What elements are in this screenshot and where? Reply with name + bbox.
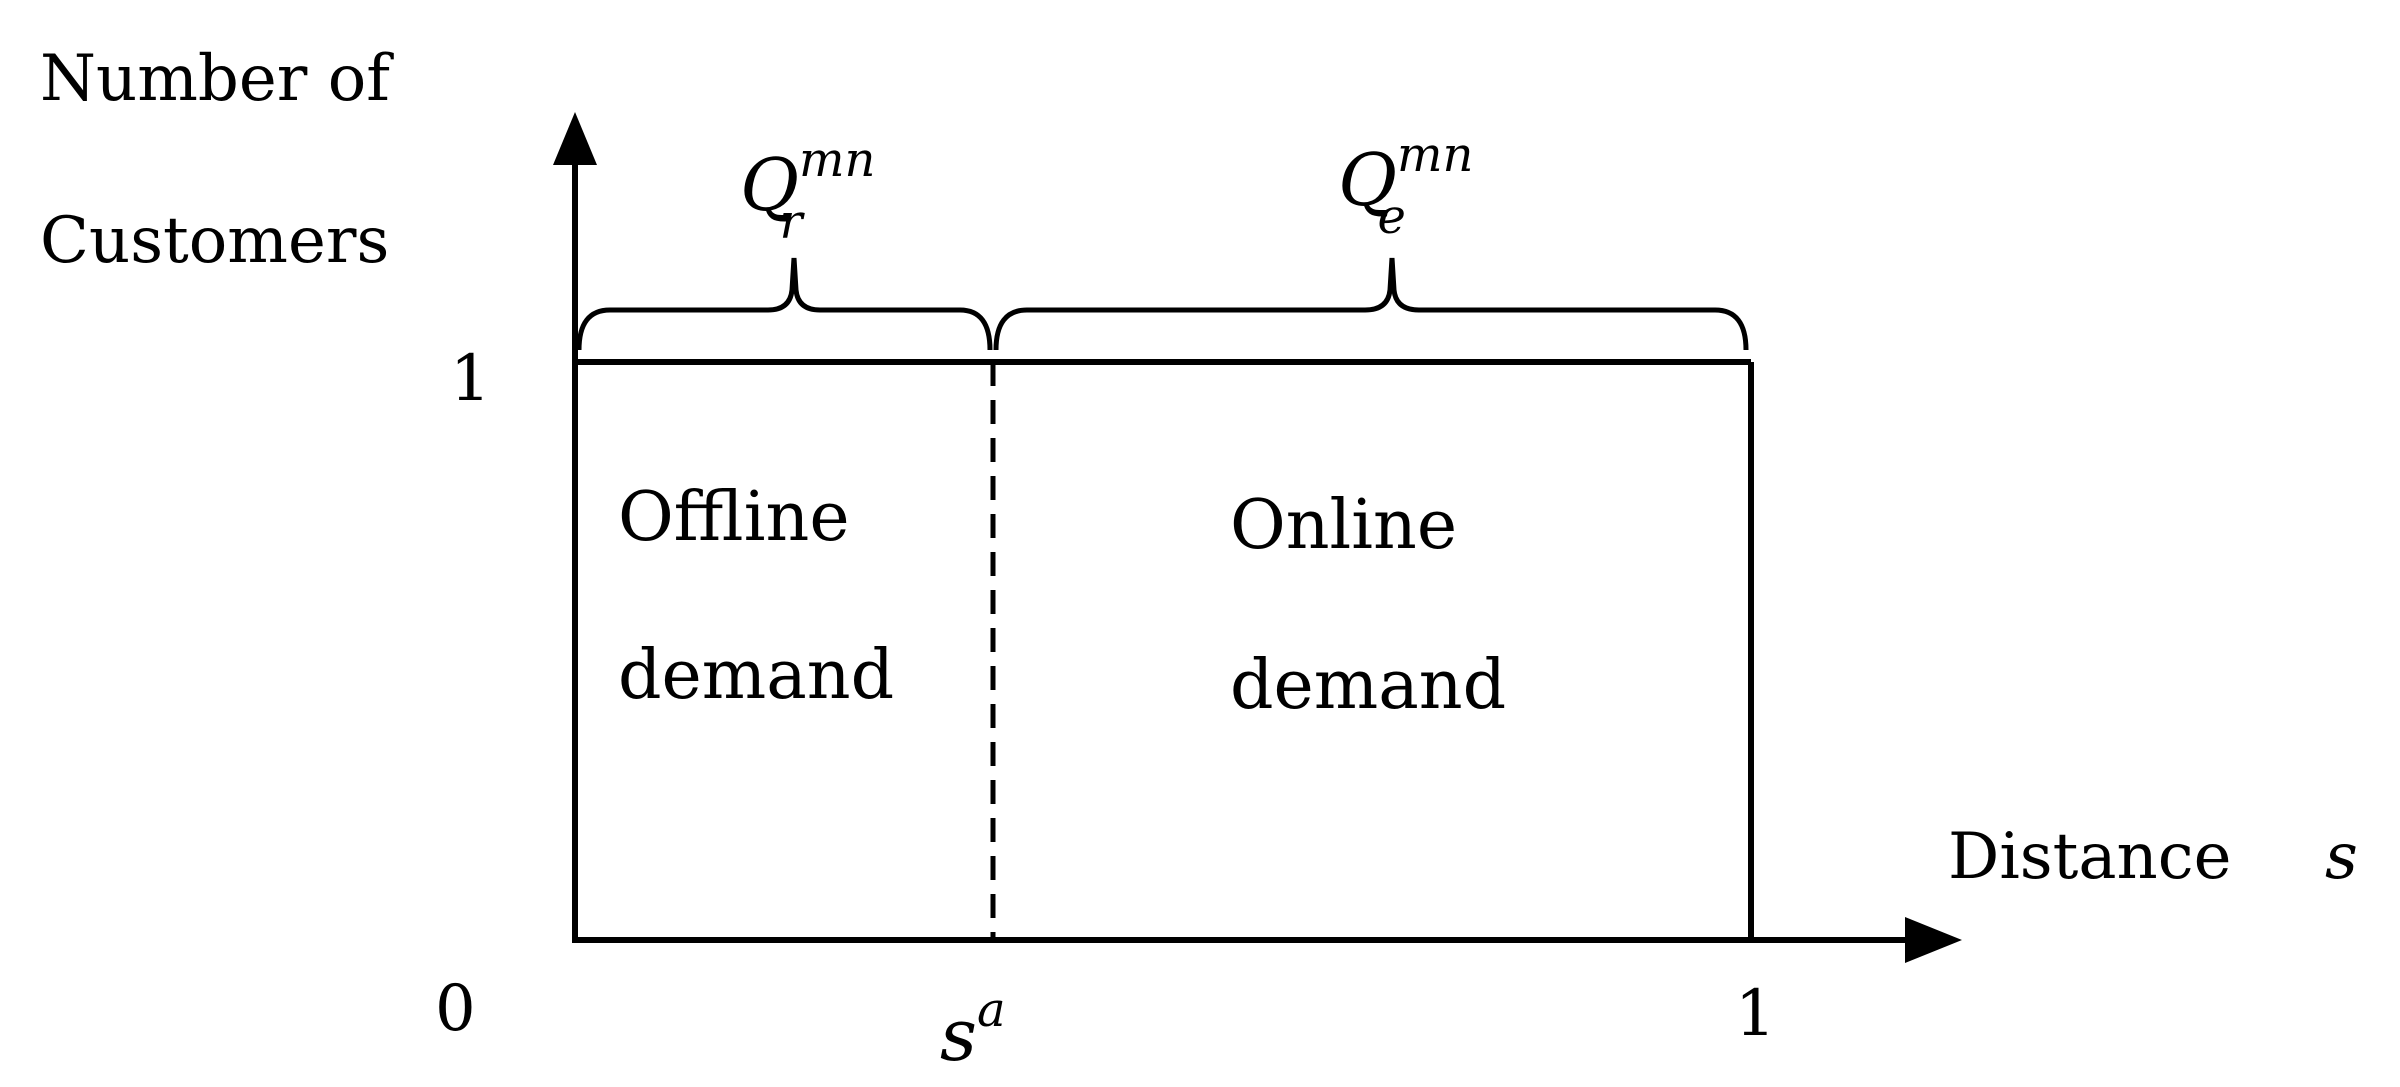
x-axis-variable: s: [2325, 820, 2358, 894]
y-axis-label-line2: Customers: [40, 204, 389, 278]
offline-brace: [576, 257, 993, 351]
offline-region-line2: demand: [618, 636, 894, 715]
online-region-line1: Online: [1230, 486, 1457, 565]
x-axis-label: Distance: [1948, 820, 2231, 894]
y-axis-label-line1: Number of: [40, 42, 394, 116]
y-axis-arrowhead: [553, 112, 597, 165]
tick-x-one: 1: [1735, 977, 1776, 1051]
tick-threshold: sa: [940, 982, 1006, 1077]
online-region-line2: demand: [1230, 646, 1506, 725]
offline-region-line1: Offline: [618, 478, 850, 557]
tick-origin: 0: [435, 972, 476, 1046]
online-brace: [993, 257, 1749, 351]
tick-y-one: 1: [450, 342, 491, 416]
x-axis-arrowhead: [1905, 917, 1962, 963]
